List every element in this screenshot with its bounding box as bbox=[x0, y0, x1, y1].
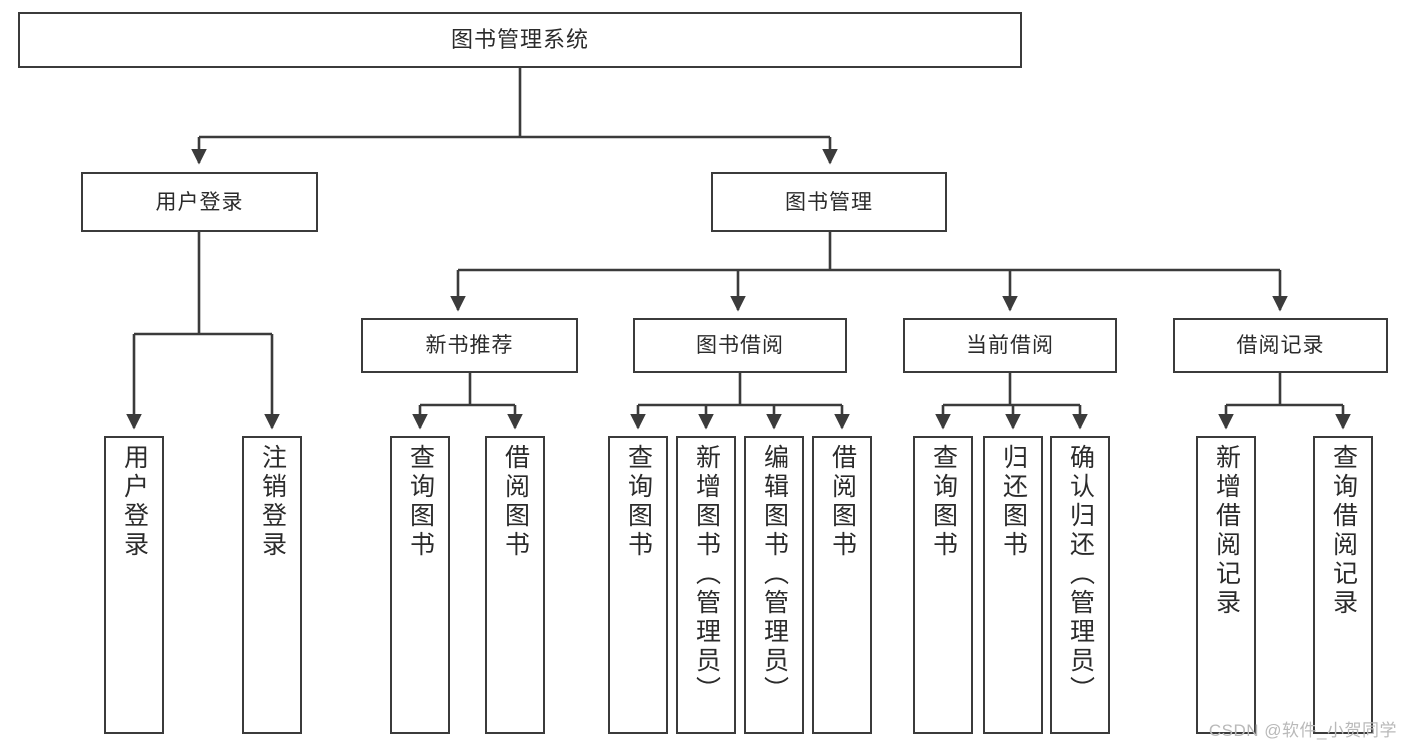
leaf-current-confirm-return-admin[interactable]: 确认归还（管理员） bbox=[1050, 436, 1110, 734]
node-borrow-record[interactable]: 借阅记录 bbox=[1173, 318, 1388, 373]
node-label: 编辑图书（管理员） bbox=[760, 444, 789, 705]
node-book-management[interactable]: 图书管理 bbox=[711, 172, 947, 232]
node-label: 新增借阅记录 bbox=[1212, 444, 1241, 618]
node-label: 当前借阅 bbox=[966, 334, 1054, 357]
node-label: 用户登录 bbox=[155, 190, 244, 214]
node-label: 借阅图书 bbox=[828, 444, 857, 560]
leaf-borrow-edit-book-admin[interactable]: 编辑图书（管理员） bbox=[744, 436, 804, 734]
node-label: 图书借阅 bbox=[696, 334, 784, 357]
leaf-current-query-book[interactable]: 查询图书 bbox=[913, 436, 973, 734]
node-label: 查询图书 bbox=[929, 444, 958, 560]
node-book-borrow[interactable]: 图书借阅 bbox=[633, 318, 847, 373]
csdn-watermark: CSDN @软件_小贺同学 bbox=[1208, 721, 1397, 740]
node-label: 用户登录 bbox=[120, 444, 149, 560]
leaf-record-query-borrow-record[interactable]: 查询借阅记录 bbox=[1313, 436, 1373, 734]
node-new-book-recommend[interactable]: 新书推荐 bbox=[361, 318, 578, 373]
node-label: 新增图书（管理员） bbox=[692, 444, 721, 705]
leaf-borrow-add-book-admin[interactable]: 新增图书（管理员） bbox=[676, 436, 736, 734]
node-label: 归还图书 bbox=[999, 444, 1028, 560]
leaf-borrow-borrow-book[interactable]: 借阅图书 bbox=[812, 436, 872, 734]
leaf-user-logout[interactable]: 注销登录 bbox=[242, 436, 302, 734]
node-label: 借阅记录 bbox=[1236, 334, 1325, 357]
node-label: 查询图书 bbox=[624, 444, 653, 560]
node-root-system[interactable]: 图书管理系统 bbox=[18, 12, 1022, 68]
leaf-current-return-book[interactable]: 归还图书 bbox=[983, 436, 1043, 734]
node-current-borrow[interactable]: 当前借阅 bbox=[903, 318, 1117, 373]
leaf-recommend-query-book[interactable]: 查询图书 bbox=[390, 436, 450, 734]
node-user-login[interactable]: 用户登录 bbox=[81, 172, 318, 232]
node-label: 查询借阅记录 bbox=[1329, 444, 1358, 618]
leaf-user-login[interactable]: 用户登录 bbox=[104, 436, 164, 734]
node-label: 图书管理 bbox=[785, 190, 873, 214]
leaf-borrow-query-book[interactable]: 查询图书 bbox=[608, 436, 668, 734]
leaf-record-add-borrow-record[interactable]: 新增借阅记录 bbox=[1196, 436, 1256, 734]
node-label: 图书管理系统 bbox=[450, 27, 589, 52]
node-label: 查询图书 bbox=[406, 444, 435, 560]
node-label: 借阅图书 bbox=[501, 444, 530, 560]
node-label: 注销登录 bbox=[258, 444, 287, 560]
node-label: 新书推荐 bbox=[425, 334, 514, 357]
node-label: 确认归还（管理员） bbox=[1066, 444, 1095, 705]
leaf-recommend-borrow-book[interactable]: 借阅图书 bbox=[485, 436, 545, 734]
